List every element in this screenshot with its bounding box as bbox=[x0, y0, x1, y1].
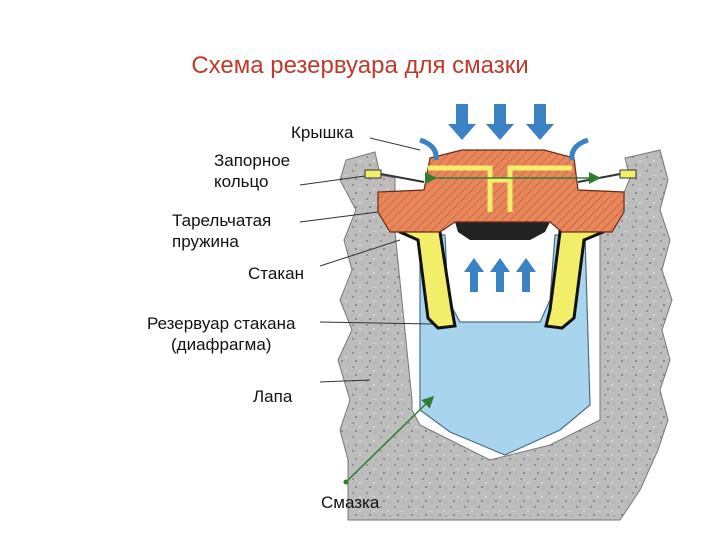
lid bbox=[377, 149, 625, 233]
label-grease: Смазка bbox=[321, 493, 380, 512]
label-lock-ring: Запорное кольцо bbox=[214, 151, 291, 191]
cup bbox=[455, 222, 550, 240]
lock-ring-right bbox=[619, 169, 637, 179]
leader-grease bbox=[345, 395, 435, 483]
diaphragm-left bbox=[398, 220, 457, 330]
label-disc-spring: Тарельчатая пружина bbox=[172, 211, 272, 251]
label-cup: Стакан bbox=[248, 264, 304, 283]
leader-lines bbox=[299, 137, 433, 383]
label-lid: Крышка bbox=[291, 123, 354, 142]
label-paw: Лапа bbox=[253, 387, 293, 406]
housing bbox=[337, 149, 673, 521]
pressure-arrows bbox=[448, 104, 554, 140]
curved-arrow-right bbox=[569, 137, 589, 161]
curved-arrow-left bbox=[419, 137, 439, 161]
lock-ring-left bbox=[364, 169, 382, 179]
label-cup-reservoir: Резервуар стакана (диафрагма) bbox=[147, 314, 296, 354]
diagram-title: Схема резервуара для смазки bbox=[191, 52, 529, 79]
upward-arrows bbox=[464, 258, 536, 292]
